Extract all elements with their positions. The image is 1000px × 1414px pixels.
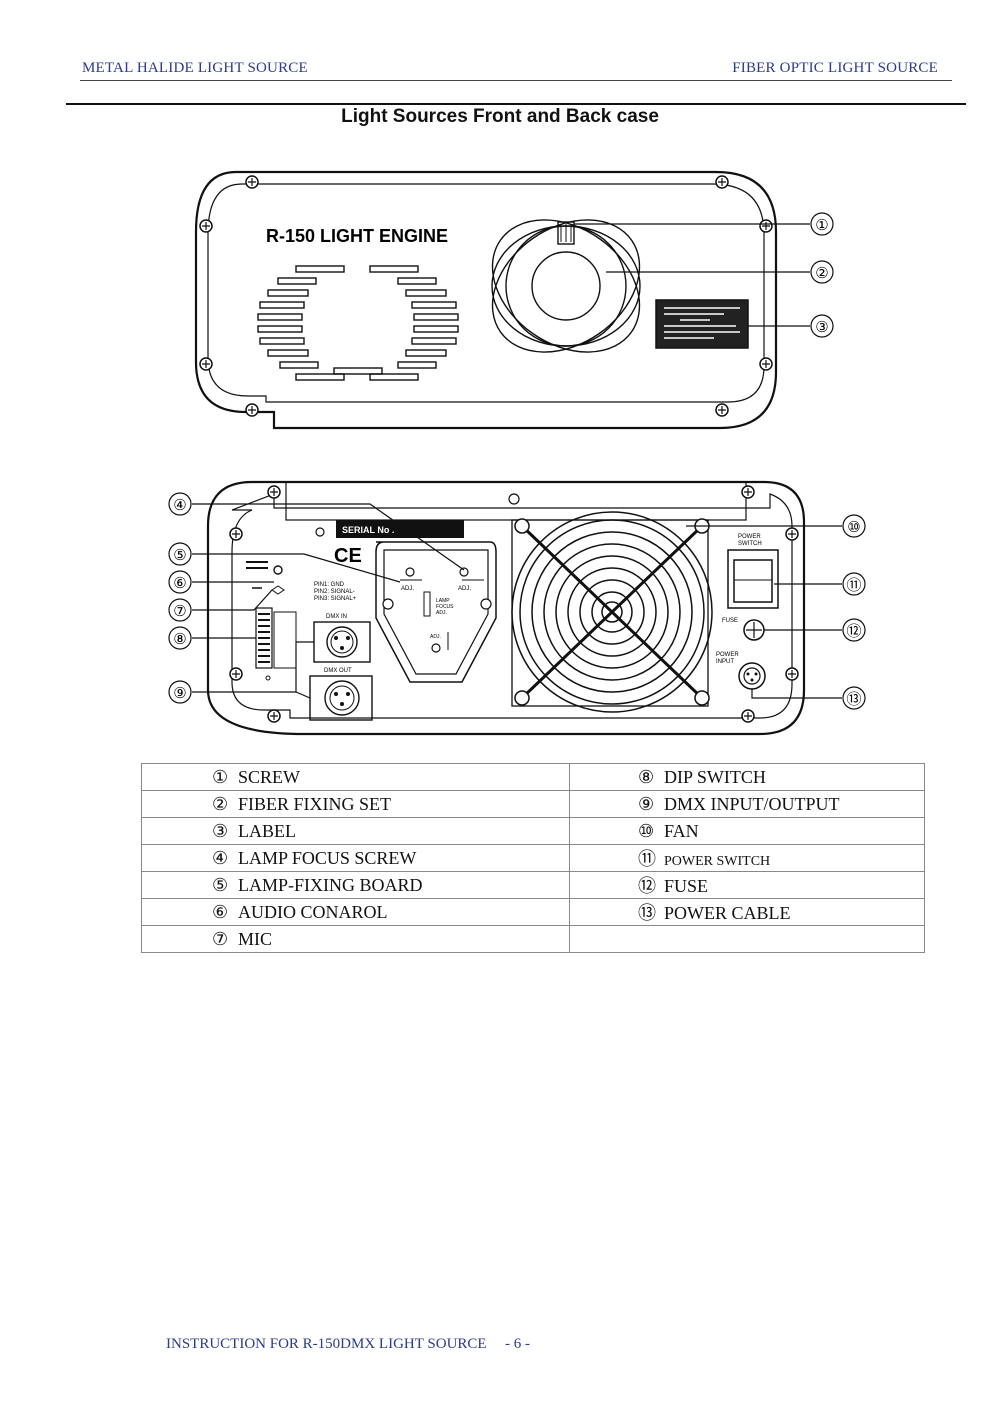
table-row: ① SCREW ⑧ DIP SWITCH [141,763,925,791]
legend-cell: ⑫ FUSE [569,871,925,899]
lamp-focus-1: LAMP [436,598,450,604]
table-row: ⑤ LAMP-FIXING BOARD ⑫ FUSE [141,871,925,899]
lamp-focus-2: FOCUS [436,604,454,610]
callout-9: ⑨ [173,685,186,702]
legend-number: ④ [212,847,229,868]
legend-number: ③ [212,820,229,841]
legend-number: ⑧ [638,766,655,787]
table-row: ⑥ AUDIO CONAROL ⑬ POWER CABLE [141,898,925,926]
adj-right: ADJ. [458,586,471,592]
front-panel-diagram: R-150 LIGHT ENGINE ① ② ③ [194,170,834,430]
legend-label: FAN [664,820,699,841]
callout-2: ② [815,265,828,282]
legend-cell: ⑦ MIC [141,925,570,953]
legend-label: MIC [238,928,273,949]
table-row: ⑦ MIC [141,925,925,953]
legend-label: POWER SWITCH [664,854,771,869]
table-row: ④ LAMP FOCUS SCREW ⑪ POWER SWITCH [141,844,925,872]
power-input-label-2: INPUT [716,659,734,665]
lamp-focus-3: ADJ. [436,610,447,616]
header-rule-thick [66,103,966,105]
power-switch-label-1: POWER [738,534,761,540]
power-input-label-1: POWER [716,652,739,658]
legend-number: ⑬ [638,903,656,923]
legend-number: ① [212,766,229,787]
ce-mark: CE [334,545,362,567]
legend-label: LAMP FOCUS SCREW [238,847,417,868]
page-number: - 6 - [505,1336,530,1352]
legend-label: FIBER FIXING SET [238,793,392,814]
dmx-in-label: DMX IN [326,614,347,620]
back-panel-diagram: SERIAL No . CE PIN1: GND PIN2: SIGNAL- P… [168,480,866,736]
legend-cell: ⑬ POWER CABLE [569,898,925,926]
callout-5: ⑤ [173,547,186,564]
header-right: FIBER OPTIC LIGHT SOURCE [732,60,938,76]
legend-cell: ⑪ POWER SWITCH [569,844,925,872]
page-title: Light Sources Front and Back case [341,106,659,127]
legend-label: LAMP-FIXING BOARD [238,874,423,895]
fuse-label: FUSE [722,618,738,624]
legend-number: ⑤ [212,874,229,895]
legend-number: ⑥ [212,901,229,922]
pin3-text: PIN3: SIGNAL+ [314,596,357,602]
adj-left: ADJ. [401,586,414,592]
legend-cell: ⑥ AUDIO CONAROL [141,898,570,926]
legend-cell: ① SCREW [141,763,570,791]
pin2-text: PIN2: SIGNAL- [314,589,355,595]
legend-cell: ⑨ DMX INPUT/OUTPUT [569,790,925,818]
header-left: METAL HALIDE LIGHT SOURCE [82,60,308,76]
callout-13: ⑬ [846,691,861,708]
engine-label: R-150 LIGHT ENGINE [266,226,448,246]
legend-number: ⑫ [638,876,656,896]
legend-number: ⑨ [638,793,655,814]
legend-cell: ⑤ LAMP-FIXING BOARD [141,871,570,899]
header-rule [80,80,952,81]
legend-cell: ⑧ DIP SWITCH [569,763,925,791]
legend-label: DMX INPUT/OUTPUT [664,793,840,814]
callout-11: ⑪ [846,577,861,594]
serial-label: SERIAL No . [342,525,394,535]
legend-label: POWER CABLE [664,903,791,923]
adj-bottom: ADJ. [430,634,441,640]
callout-3: ③ [815,319,828,336]
legend-number: ② [212,793,229,814]
callout-6: ⑥ [173,575,186,592]
pin1-text: PIN1: GND [314,582,345,588]
callout-12: ⑫ [846,623,861,640]
legend-cell: ③ LABEL [141,817,570,845]
legend-label: AUDIO CONAROL [238,901,388,922]
power-switch-label-2: SWITCH [738,541,762,547]
callout-4: ④ [173,497,186,514]
legend-label: SCREW [238,766,301,787]
legend-label: FUSE [664,876,709,896]
callout-8: ⑧ [173,631,186,648]
legend-number: ⑩ [638,820,655,841]
legend-cell: ⑩ FAN [569,817,925,845]
callout-7: ⑦ [173,603,186,620]
callout-10: ⑩ [847,519,860,536]
legend-number: ⑦ [212,928,229,949]
table-row: ② FIBER FIXING SET ⑨ DMX INPUT/OUTPUT [141,790,925,818]
footer-text: INSTRUCTION FOR R-150DMX LIGHT SOURCE [166,1336,487,1352]
table-row: ③ LABEL ⑩ FAN [141,817,925,845]
legend-cell: ④ LAMP FOCUS SCREW [141,844,570,872]
callout-1: ① [815,217,828,234]
parts-legend-table: ① SCREW ⑧ DIP SWITCH ② FIBER FIXING SET ⑨ DM… [141,763,925,953]
legend-label: LABEL [238,820,296,841]
legend-number: ⑪ [638,849,656,869]
legend-cell: ② FIBER FIXING SET [141,790,570,818]
legend-label: DIP SWITCH [664,766,766,787]
legend-cell [569,925,925,953]
dmx-out-label: DMX OUT [324,668,352,674]
